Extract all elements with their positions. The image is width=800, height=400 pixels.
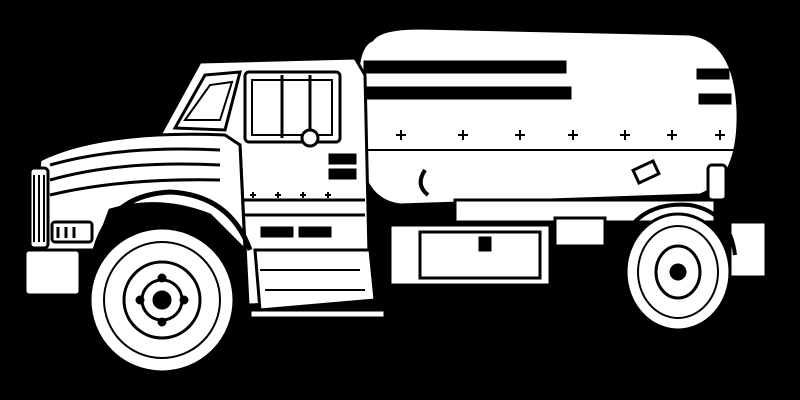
- rear-wheel: [624, 212, 732, 332]
- front-wheel: [88, 226, 236, 374]
- hood: [23, 132, 253, 297]
- tank: [356, 26, 740, 207]
- front-bumper: [23, 248, 82, 297]
- tank-rivets: [396, 130, 725, 140]
- fuel-box: [388, 223, 552, 287]
- rear-light: [706, 163, 728, 202]
- cab: [157, 56, 387, 320]
- rear-fender: [613, 202, 737, 261]
- step: [248, 308, 387, 320]
- headlight: [50, 220, 94, 244]
